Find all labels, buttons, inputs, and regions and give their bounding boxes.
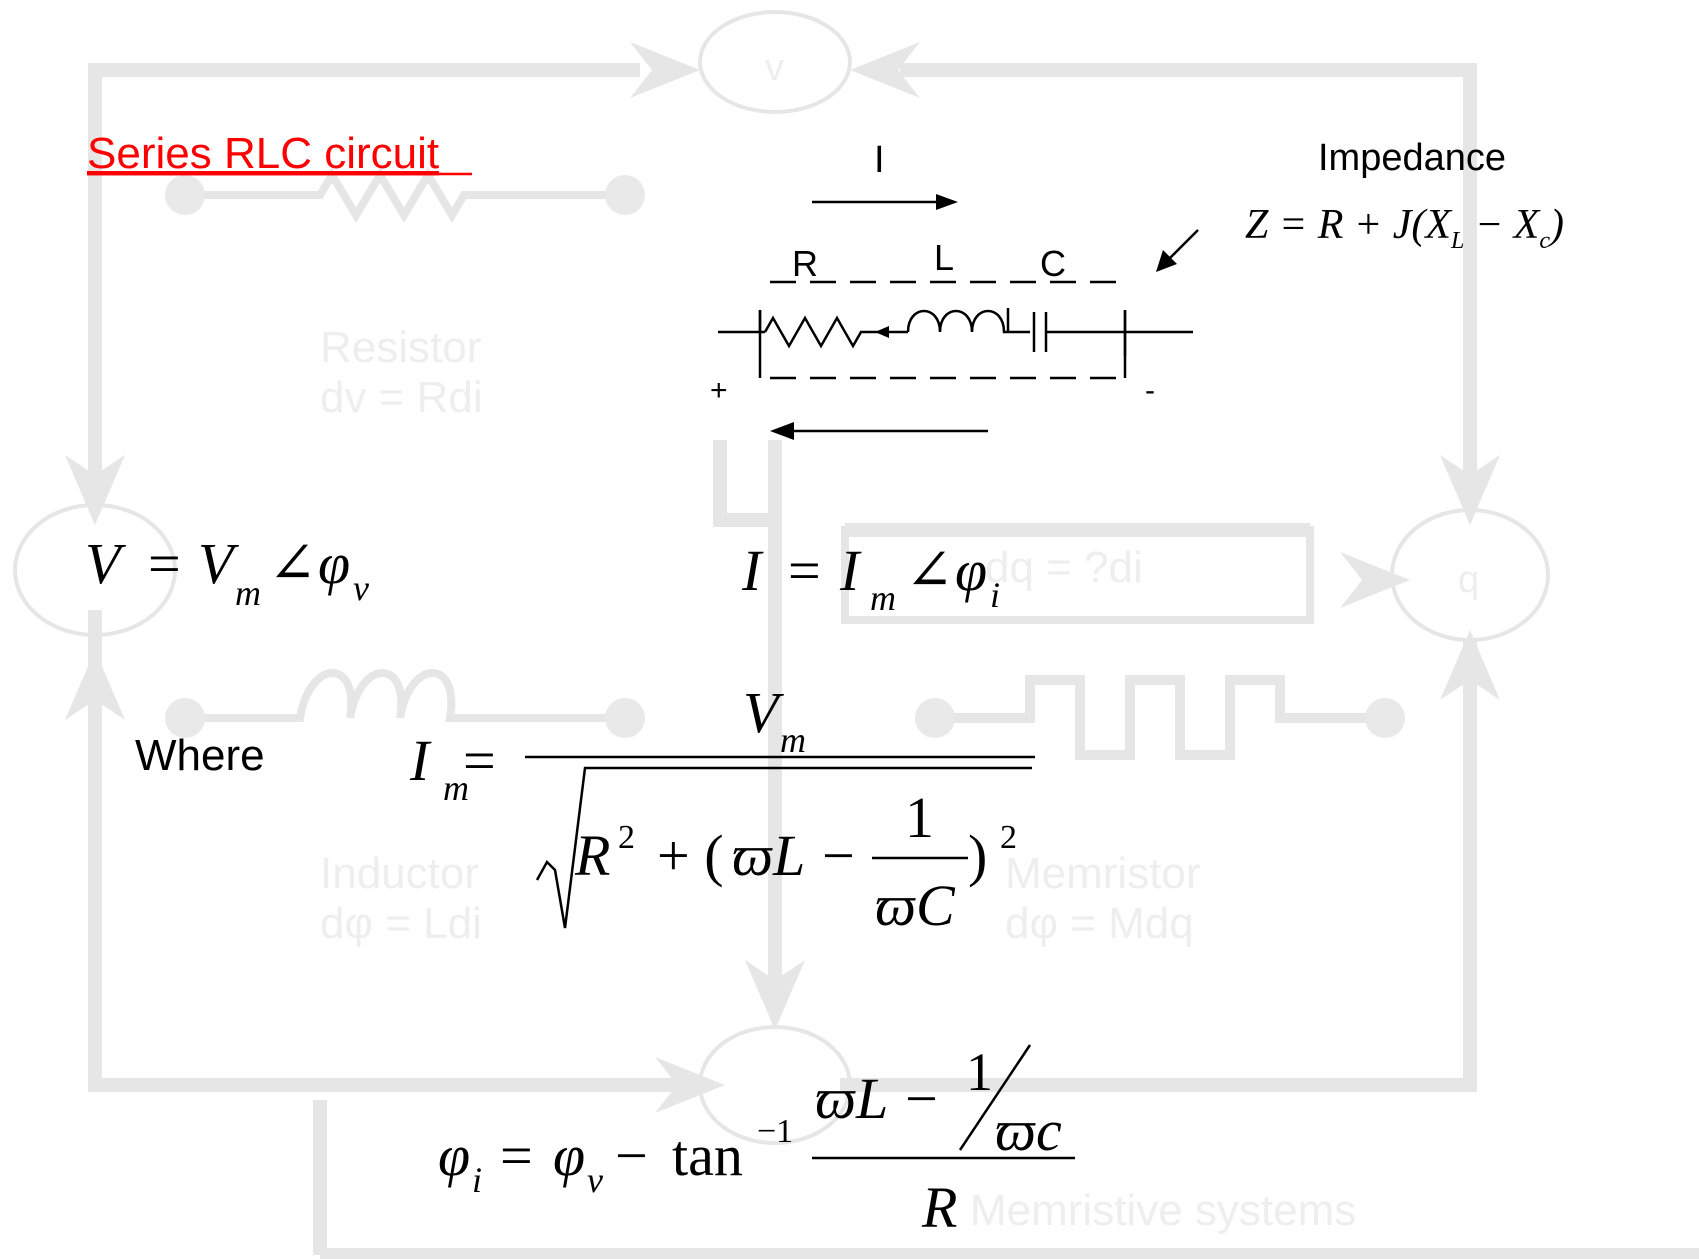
- svg-text:φ: φ: [438, 1123, 470, 1188]
- svg-text:v: v: [353, 568, 369, 608]
- svg-text:ϖL: ϖL: [815, 1066, 888, 1131]
- svg-text:): ): [968, 823, 987, 888]
- svg-text:2: 2: [618, 819, 635, 856]
- svg-text:m: m: [443, 768, 469, 808]
- voltage-phasor-equation: V = V m ∠ φ v: [85, 531, 369, 613]
- svg-text:=: =: [788, 538, 821, 603]
- magnitude-equation: I m = V m R 2 + ( ϖL − 1 ϖC ) 2: [409, 680, 1035, 938]
- watermark-label-resistor: Resistor: [320, 323, 481, 372]
- svg-text:m: m: [870, 578, 896, 618]
- background-watermark-labels: v q Resistor dv = Rdi dq = ?di Inductor …: [320, 47, 1479, 1235]
- svg-text:=: =: [500, 1123, 533, 1188]
- watermark-label-inductor-eq: dφ = Ldi: [320, 899, 482, 948]
- svg-text:R: R: [574, 823, 610, 888]
- svg-text:=: =: [463, 728, 496, 793]
- current-arrow-return: [770, 422, 988, 440]
- current-arrow-forward: [812, 194, 958, 210]
- label-c: C: [1040, 243, 1066, 284]
- where-label: Where: [135, 731, 265, 780]
- plus-sign: +: [710, 374, 728, 407]
- watermark-label-dq: dq = ?di: [985, 543, 1143, 592]
- current-label: I: [874, 139, 885, 181]
- watermark-label-systems: Memristive systems: [970, 1186, 1356, 1235]
- watermark-label-memristor-eq: dφ = Mdq: [1005, 899, 1194, 948]
- svg-text:+ (: + (: [657, 823, 724, 888]
- watermark-label-memristor: Memristor: [1005, 849, 1201, 898]
- svg-text:∠: ∠: [905, 538, 954, 603]
- svg-text:1: 1: [905, 785, 934, 850]
- svg-text:−: −: [822, 823, 855, 888]
- svg-text:ϖc: ϖc: [995, 1098, 1062, 1163]
- svg-text:R: R: [921, 1175, 957, 1240]
- svg-text:m: m: [780, 720, 806, 760]
- component-box: [758, 280, 1127, 380]
- svg-text:−1: −1: [757, 1113, 793, 1150]
- inner-arrow: [870, 326, 908, 338]
- current-phasor-equation: I = I m ∠ φ i: [741, 538, 1000, 618]
- label-l: L: [934, 237, 954, 278]
- watermark-label-inductor: Inductor: [320, 849, 479, 898]
- svg-text:m: m: [235, 573, 261, 613]
- background-watermark-arrows: [65, 42, 1500, 1113]
- svg-text:V: V: [85, 531, 127, 596]
- svg-text:V: V: [198, 531, 240, 596]
- svg-text:−: −: [615, 1123, 648, 1188]
- circuit-wire: [718, 308, 1193, 356]
- svg-text:v: v: [587, 1160, 603, 1200]
- svg-text:ϖC: ϖC: [875, 873, 956, 938]
- svg-text:−: −: [905, 1066, 938, 1131]
- impedance-pointer-arrow: [1156, 229, 1199, 272]
- svg-text:i: i: [472, 1160, 482, 1200]
- svg-text:∠: ∠: [268, 531, 317, 596]
- svg-text:ϖL: ϖL: [732, 823, 805, 888]
- watermark-label-resistor-eq: dv = Rdi: [320, 373, 483, 422]
- svg-text:I: I: [839, 538, 862, 603]
- svg-text:V: V: [743, 680, 785, 745]
- svg-text:φ: φ: [318, 531, 350, 596]
- impedance-label: Impedance: [1318, 137, 1506, 179]
- svg-text:φ: φ: [955, 538, 987, 603]
- rlc-circuit: I R L C + -: [710, 137, 1564, 440]
- minus-sign: -: [1145, 374, 1155, 407]
- svg-text:φ: φ: [553, 1123, 585, 1188]
- watermark-label-q: q: [1458, 559, 1479, 601]
- svg-text:i: i: [990, 575, 1000, 615]
- impedance-formula: Z = R + J(XL − Xc): [1245, 202, 1564, 254]
- phase-equation: φ i = φ v − tan −1 ϖL − 1 ϖc R: [438, 1042, 1075, 1240]
- label-r: R: [792, 243, 818, 284]
- svg-text:tan: tan: [672, 1123, 743, 1188]
- svg-text:1: 1: [966, 1042, 993, 1102]
- svg-text:I: I: [741, 538, 764, 603]
- slide-title: Series RLC circuit: [87, 129, 439, 178]
- background-watermark-dots: [165, 175, 1405, 738]
- svg-text:=: =: [148, 531, 181, 596]
- svg-text:2: 2: [1000, 819, 1017, 856]
- watermark-label-v: v: [765, 47, 784, 89]
- svg-text:I: I: [409, 728, 432, 793]
